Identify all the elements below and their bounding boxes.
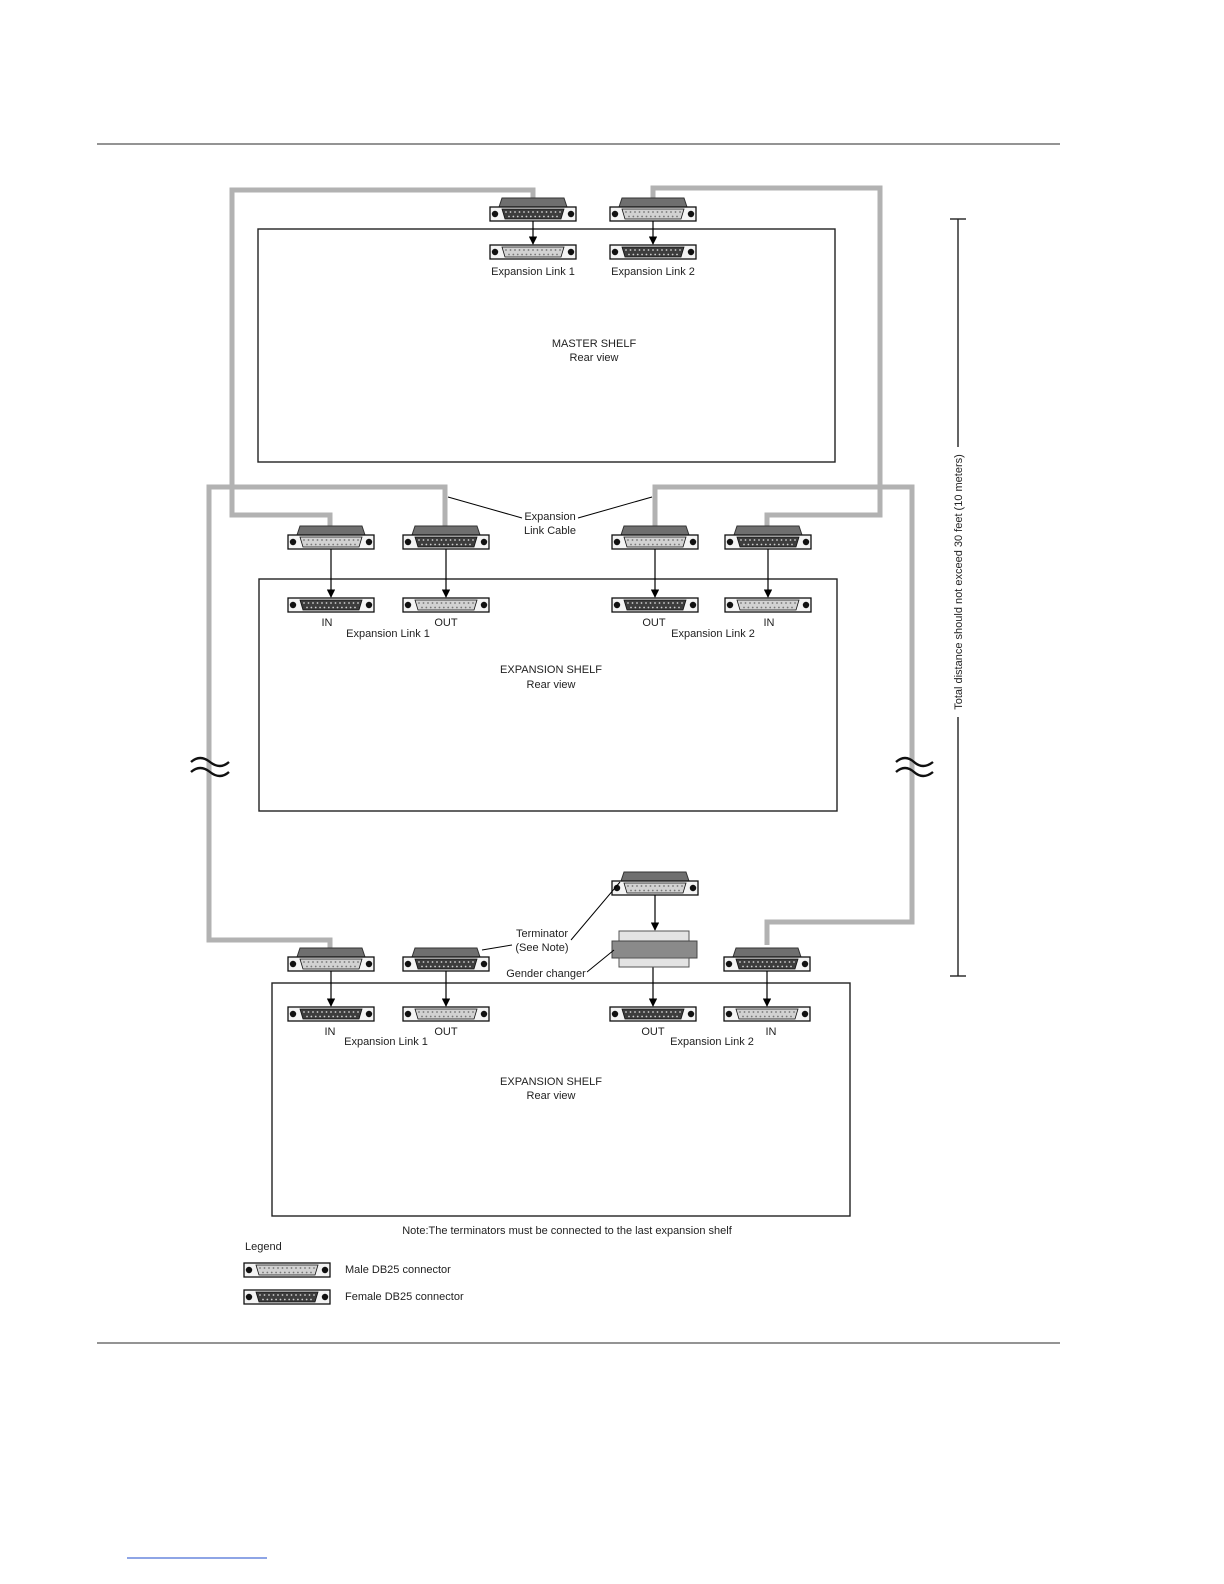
gender-changer [611, 930, 698, 968]
exp1-port-label-in-right: IN [764, 617, 775, 629]
distance-bracket [950, 218, 966, 977]
exp2-port-label-link2: Expansion Link 2 [670, 1036, 754, 1048]
exp1-port-in-right [724, 597, 812, 613]
master-cable-plug-link2 [609, 197, 697, 222]
callout-cable-line1: Expansion [524, 511, 575, 523]
exp2-port-out-left [402, 1006, 490, 1022]
exp2-cable-plug-out-left [402, 947, 490, 972]
exp1-cable-plug-out-right [611, 525, 699, 550]
exp2-port-out-right [609, 1006, 697, 1022]
expansion-shelf-1 [258, 578, 838, 812]
exp2-shelf-subtitle: Rear view [527, 1090, 576, 1102]
legend-male-label: Male DB25 connector [345, 1264, 451, 1276]
master-port-label-link1: Expansion Link 1 [491, 266, 575, 278]
callout-line-gender-changer [586, 949, 615, 973]
exp2-port-label-out-right: OUT [641, 1026, 665, 1038]
terminator-plug [611, 871, 699, 896]
distance-note: Total distance should not exceed 30 feet… [953, 454, 965, 710]
exp1-port-out-left [402, 597, 490, 613]
exp1-cable-plug-in-right [724, 525, 812, 550]
exp2-shelf-title: EXPANSION SHELF [500, 1076, 602, 1088]
legend-female-label: Female DB25 connector [345, 1291, 464, 1303]
callout-line-cable-left [447, 496, 523, 519]
master-port-link1 [489, 244, 577, 260]
cable-break-right-icon [895, 756, 934, 778]
exp1-port-label-link2: Expansion Link 2 [671, 628, 755, 640]
exp2-port-label-link1: Expansion Link 1 [344, 1036, 428, 1048]
exp1-port-label-in-left: IN [322, 617, 333, 629]
callout-line-cable-right [577, 496, 653, 519]
terminator-note: Note:The terminators must be connected t… [402, 1225, 733, 1237]
master-shelf [257, 228, 836, 463]
exp2-port-in-right [723, 1006, 811, 1022]
cable-break-left-icon [190, 756, 230, 778]
callout-line-terminator-right [570, 881, 621, 941]
exp1-port-label-link1: Expansion Link 1 [346, 628, 430, 640]
exp1-port-label-out-right: OUT [642, 617, 666, 629]
exp2-port-label-out-left: OUT [434, 1026, 458, 1038]
cable-master-link1-to-exp1-in [229, 187, 536, 530]
legend-female-connector-icon [243, 1289, 331, 1305]
expansion-shelf-2 [271, 982, 851, 1217]
exp2-port-label-in-right: IN [766, 1026, 777, 1038]
cable-master-link2-to-exp1-in [650, 185, 883, 530]
exp2-port-in-left [287, 1006, 375, 1022]
legend-title: Legend [245, 1241, 282, 1253]
exp1-shelf-title: EXPANSION SHELF [500, 664, 602, 676]
exp1-shelf-subtitle: Rear view [527, 679, 576, 691]
exp2-cable-plug-in-left [287, 947, 375, 972]
exp1-cable-plug-out-left [402, 525, 490, 550]
exp2-cable-plug-in-right [723, 947, 811, 972]
callout-cable-line2: Link Cable [524, 525, 576, 537]
legend-male-connector-icon [243, 1262, 331, 1278]
callout-gender-changer: Gender changer [506, 968, 586, 980]
callout-terminator-line2: (See Note) [515, 942, 568, 954]
cable-exp1-out-right-to-exp2-in [652, 484, 915, 945]
exp1-port-in-left [287, 597, 375, 613]
master-port-label-link2: Expansion Link 2 [611, 266, 695, 278]
exp1-port-out-right [611, 597, 699, 613]
callout-line-terminator-left [481, 944, 513, 951]
master-shelf-subtitle: Rear view [570, 352, 619, 364]
master-port-link2 [609, 244, 697, 260]
master-shelf-title: MASTER SHELF [552, 338, 637, 350]
master-cable-plug-link1 [489, 197, 577, 222]
exp1-port-label-out-left: OUT [434, 617, 458, 629]
exp1-cable-plug-in-left [287, 525, 375, 550]
exp2-port-label-in-left: IN [325, 1026, 336, 1038]
cable-exp1-out-left-to-exp2-in [206, 484, 448, 950]
callout-terminator-line1: Terminator [516, 928, 568, 940]
